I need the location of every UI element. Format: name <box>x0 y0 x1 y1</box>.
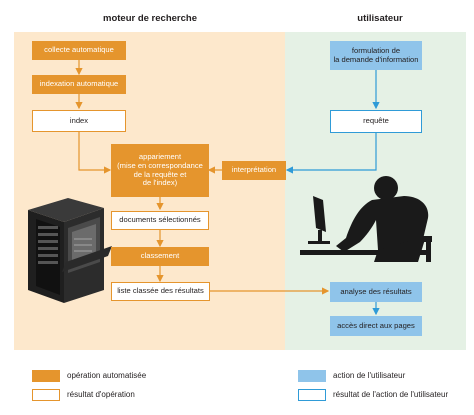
collecte-box: collecte automatique <box>32 41 126 60</box>
legend-user-action-label: action de l'utilisateur <box>333 371 406 380</box>
classement-box: classement <box>111 247 209 266</box>
interpretation-box: interprétation <box>222 161 286 180</box>
legend-user-action-swatch <box>298 370 326 382</box>
user-column-title: utilisateur <box>357 13 403 24</box>
analyse-box: analyse des résultats <box>330 282 422 302</box>
legend-result-swatch <box>32 389 60 401</box>
legend-auto-swatch <box>32 370 60 382</box>
formulation-box: formulation de la demande d'information <box>330 41 422 70</box>
legend-result-label: résultat d'opération <box>67 390 135 399</box>
acces-box: accès direct aux pages <box>330 316 422 336</box>
liste-box: liste classée des résultats <box>111 282 210 301</box>
documents-box: documents sélectionnés <box>111 211 209 230</box>
appariement-box: appariement (mise en correspondance de l… <box>111 144 209 197</box>
legend-user-result-label: résultat de l'action de l'utilisateur <box>333 390 449 399</box>
legend-auto-label: opération automatisée <box>67 371 147 380</box>
legend-user-result-swatch <box>298 389 326 401</box>
index-box: index <box>32 110 126 132</box>
requete-box: requête <box>330 110 422 133</box>
user-panel <box>285 32 466 350</box>
engine-column-title: moteur de recherche <box>103 13 197 24</box>
indexation-box: indexation automatique <box>32 75 126 94</box>
